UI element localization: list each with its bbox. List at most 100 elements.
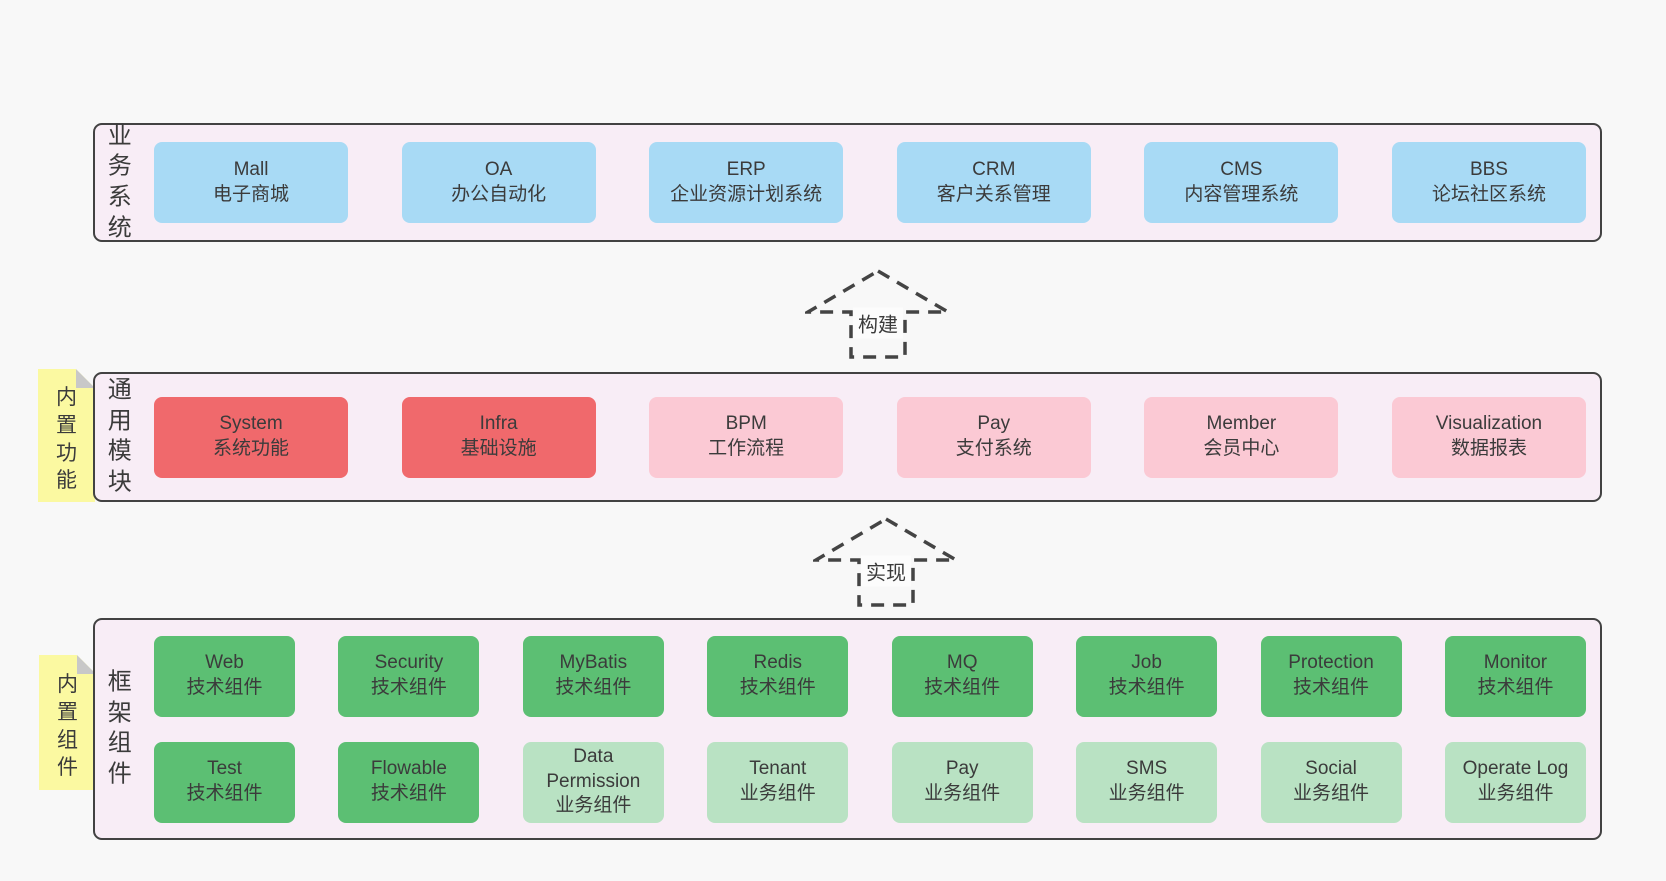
box-title: Visualization: [1435, 413, 1543, 435]
module-box-oa: OA 办公自动化: [401, 142, 596, 223]
note-label: 内置功能: [56, 386, 77, 493]
box-subtitle: 技术组件: [370, 783, 447, 804]
box-title: Security: [374, 652, 444, 674]
box-title: CMS: [1220, 158, 1263, 180]
box-subtitle: 业务组件: [1293, 783, 1370, 804]
module-box-web: Web 技术组件: [154, 635, 295, 717]
box-title: Redis: [753, 652, 803, 674]
module-box-visualization: Visualization 数据报表: [1391, 396, 1586, 478]
module-box-test: Test 技术组件: [154, 741, 295, 823]
up-arrow-icon: [805, 268, 951, 359]
box-title: CRM: [972, 158, 1016, 180]
box-title: Mall: [233, 158, 269, 180]
box-subtitle: 业务组件: [1108, 783, 1185, 804]
module-box-pay: Pay 业务组件: [891, 741, 1033, 823]
layer-side-label: 通用模块: [107, 376, 132, 496]
sticky-note-builtin-components: 内置组件: [39, 655, 96, 790]
dashed-up-arrow-implement: 实现: [813, 516, 959, 607]
arrow-label: 构建: [853, 307, 903, 339]
module-box-crm: CRM 客户关系管理: [896, 142, 1091, 223]
module-box-social: Social 业务组件: [1260, 741, 1402, 823]
box-subtitle: 技术组件: [555, 677, 632, 698]
box-title: Flowable: [370, 758, 447, 780]
box-title: MyBatis: [559, 652, 628, 674]
box-title: OA: [484, 158, 513, 180]
module-box-mybatis: MyBatis 技术组件: [522, 635, 664, 717]
box-title: ERP: [726, 158, 766, 180]
layer-side-label: 框架组件: [107, 668, 132, 788]
module-box-mq: MQ 技术组件: [891, 635, 1033, 717]
box-title: Pay: [977, 413, 1011, 435]
box-subtitle: 技术组件: [370, 677, 447, 698]
box-subtitle: 技术组件: [1293, 677, 1370, 698]
box-title: Test: [207, 758, 242, 780]
module-box-row: System 系统功能 Infra 基础设施 BPM 工作流程 Pay 支付系统 Member 会…: [154, 396, 1586, 478]
module-box-sms: SMS 业务组件: [1076, 741, 1218, 823]
module-box-protection: Protection 技术组件: [1260, 635, 1402, 717]
module-box-operate-log: Operate Log 业务组件: [1444, 741, 1586, 823]
box-subtitle: 支付系统: [955, 438, 1032, 459]
box-title: Infra: [479, 413, 518, 435]
module-box-row: Test 技术组件 Flowable 技术组件 Data Permission 业务组件 T…: [154, 741, 1586, 823]
box-subtitle: 技术组件: [1108, 677, 1185, 698]
box-subtitle: 业务组件: [555, 795, 632, 817]
dashed-up-arrow-build: 构建: [805, 268, 951, 360]
module-box-security: Security 技术组件: [338, 635, 480, 717]
box-subtitle: 数据报表: [1450, 438, 1527, 459]
box-subtitle: 技术组件: [186, 783, 263, 804]
layer-business-systems: 业务系统 Mall 电子商城 OA 办公自动化 ERP 企业资源计划系统 CRM 客户关系管理…: [93, 122, 1602, 242]
module-box-job: Job 技术组件: [1076, 635, 1218, 717]
module-box-flowable: Flowable 技术组件: [338, 741, 480, 823]
box-subtitle: 业务组件: [1477, 783, 1554, 804]
box-subtitle: 技术组件: [1477, 677, 1554, 698]
box-subtitle: 论坛社区系统: [1431, 183, 1546, 205]
box-title: Operate Log: [1462, 758, 1569, 780]
box-subtitle: 电子商城: [212, 183, 289, 205]
box-subtitle: 业务组件: [739, 783, 816, 804]
box-subtitle: 办公自动化: [451, 183, 547, 205]
box-title: Social: [1305, 758, 1357, 780]
box-subtitle: 基础设施: [460, 438, 537, 459]
box-title: Web: [205, 652, 244, 674]
box-title: Monitor: [1483, 652, 1548, 674]
box-subtitle: 工作流程: [708, 438, 785, 459]
box-subtitle: 技术组件: [186, 677, 263, 698]
box-title: BPM: [725, 413, 767, 435]
note-label: 内置组件: [57, 673, 78, 780]
box-title: BBS: [1469, 158, 1508, 180]
box-subtitle: 系统功能: [212, 438, 289, 459]
box-subtitle: 客户关系管理: [936, 183, 1051, 205]
box-title: Member: [1206, 413, 1277, 435]
box-title: Data Permission: [546, 745, 641, 792]
box-title: System: [219, 413, 283, 435]
box-subtitle: 技术组件: [924, 677, 1001, 698]
layer-common-modules: 通用模块 System 系统功能 Infra 基础设施 BPM 工作流程 Pay 支付系统 Me…: [93, 372, 1602, 502]
module-box-system: System 系统功能: [154, 396, 348, 478]
module-box-erp: ERP 企业资源计划系统: [649, 142, 844, 223]
module-box-data-permission: Data Permission 业务组件: [522, 741, 664, 823]
box-title: Job: [1131, 652, 1162, 674]
layer-framework-components: 框架组件 Web 技术组件 Security 技术组件 MyBatis 技术组件 Redis…: [93, 618, 1602, 840]
box-title: Pay: [945, 758, 979, 780]
box-title: Protection: [1288, 652, 1374, 674]
box-title: Tenant: [749, 758, 807, 780]
layer-box-rows: System 系统功能 Infra 基础设施 BPM 工作流程 Pay 支付系统 Member 会…: [154, 374, 1586, 500]
module-box-pay: Pay 支付系统: [896, 396, 1091, 478]
box-subtitle: 业务组件: [924, 783, 1001, 804]
sticky-note-builtin-features: 内置功能: [38, 369, 95, 502]
box-subtitle: 会员中心: [1203, 438, 1280, 459]
module-box-mall: Mall 电子商城: [154, 142, 348, 223]
module-box-infra: Infra 基础设施: [401, 396, 596, 478]
box-subtitle: 企业资源计划系统: [670, 183, 823, 205]
arrow-label: 实现: [861, 555, 911, 587]
box-title: MQ: [946, 652, 978, 674]
up-arrow-icon: [813, 516, 959, 607]
box-title: SMS: [1126, 758, 1168, 780]
layer-side-label: 业务系统: [107, 122, 132, 242]
module-box-member: Member 会员中心: [1144, 396, 1339, 478]
